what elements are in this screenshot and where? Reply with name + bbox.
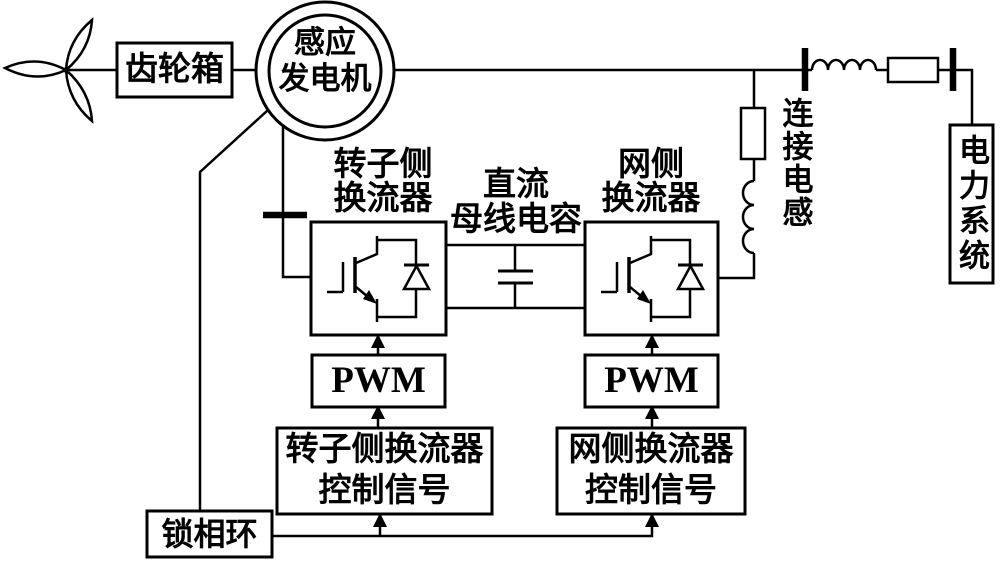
igbt-diode-icon <box>327 236 432 322</box>
rotor-converter-label: 转子侧 换流器 <box>333 147 433 217</box>
diagram-boxes <box>115 41 995 559</box>
gearbox-box <box>115 41 234 99</box>
connection-inductor-icon <box>741 179 755 255</box>
pwm-grid-label: PWM <box>604 360 699 401</box>
line-inductor-icon <box>810 58 878 71</box>
dc-bus-capacitor-label: 直流 母线电容 <box>450 167 582 238</box>
pll-box <box>145 509 274 559</box>
branch-resistor-icon <box>739 106 767 161</box>
grid-control-box <box>555 426 747 516</box>
power-system-label: 电力系统 <box>954 134 989 274</box>
grid-control-label: 网侧换流器 控制信号 <box>568 432 734 509</box>
arrow-heads <box>371 334 659 527</box>
line-resistor-icon <box>886 56 940 84</box>
pll-label: 锁相环 <box>161 516 258 552</box>
connection-inductor-label: 连接电感 <box>777 97 813 229</box>
terminal-bar-icon <box>263 48 957 219</box>
circuit-wires <box>66 68 974 538</box>
pwm-rotor-label: PWM <box>331 360 426 401</box>
capacitor-icon <box>498 245 533 308</box>
gearbox-label: 齿轮箱 <box>125 52 224 88</box>
generator-icon <box>254 0 396 142</box>
generator-label: 感应 发电机 <box>278 25 372 96</box>
power-system-box <box>948 123 995 285</box>
rotor-control-label: 转子侧换流器 控制信号 <box>285 432 484 509</box>
wind-turbine-icon <box>2 17 94 124</box>
grid-converter-label: 网侧 换流器 <box>601 147 701 217</box>
igbt-diode-icon <box>601 236 706 322</box>
rotor-control-box <box>275 426 494 516</box>
